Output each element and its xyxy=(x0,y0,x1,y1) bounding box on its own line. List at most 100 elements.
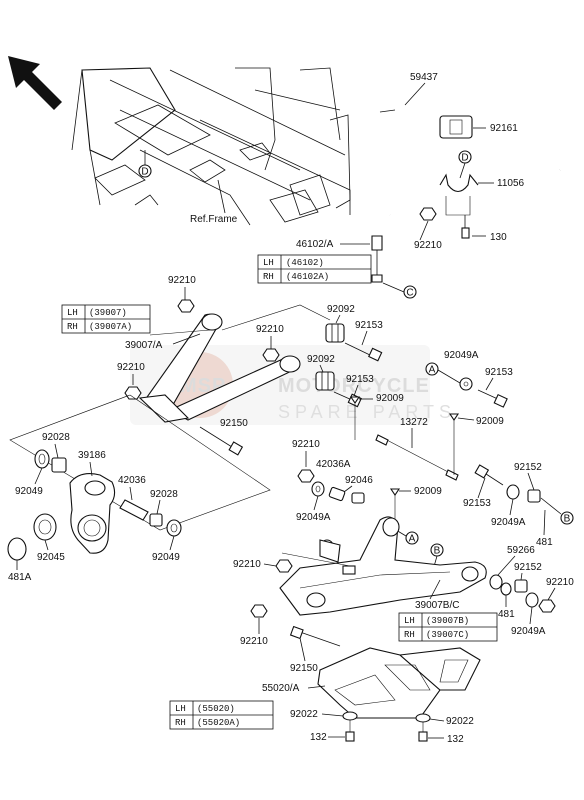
part-92210-f: 92210 xyxy=(233,559,261,570)
svg-text:(39007): (39007) xyxy=(89,308,127,318)
part-92092-a: 92092 xyxy=(327,304,355,315)
nut-92210-c xyxy=(262,348,280,362)
bolt-92150-a xyxy=(199,426,244,456)
nut-92210-h xyxy=(250,604,268,618)
front-direction-arrow-icon xyxy=(8,56,62,110)
svg-text:B: B xyxy=(434,546,441,557)
part-92150-a: 92150 xyxy=(220,418,248,429)
svg-text:(46102): (46102) xyxy=(286,258,324,268)
svg-text:RH: RH xyxy=(67,322,78,332)
box-55020: LH (55020) RH (55020A) xyxy=(169,700,274,730)
bolt-92153-a xyxy=(344,342,383,362)
svg-text:RH: RH xyxy=(263,272,274,282)
callout-d-frame: D xyxy=(138,150,152,178)
svg-text:A: A xyxy=(409,534,416,545)
bolt-132-a xyxy=(345,731,355,742)
svg-text:LH: LH xyxy=(67,308,78,318)
part-92152-a: 92152 xyxy=(514,462,542,473)
part-92210-e: 92210 xyxy=(292,439,320,450)
washer-92049A-c xyxy=(506,484,520,500)
part-92045: 92045 xyxy=(37,552,65,563)
washer-92049A-d xyxy=(525,592,539,608)
washer-92049A-a xyxy=(459,377,473,391)
svg-text:RH: RH xyxy=(175,718,186,728)
part-92009-b: 92009 xyxy=(476,416,504,427)
ref-frame-label: Ref.Frame xyxy=(190,214,238,225)
bushing-92092-b xyxy=(315,371,335,391)
exploded-view-outline xyxy=(9,394,271,531)
part-481-a: 481 xyxy=(536,537,553,548)
part-92161: 92161 xyxy=(490,123,518,134)
bearing-92045 xyxy=(33,513,57,541)
part-92022-b: 92022 xyxy=(446,716,474,727)
part-42036: 42036 xyxy=(118,475,146,486)
svg-text:B: B xyxy=(564,514,571,525)
svg-text:(39007A): (39007A) xyxy=(89,322,132,332)
bracket-11056: D xyxy=(439,150,479,193)
part-130: 130 xyxy=(490,232,507,243)
part-132-b: 132 xyxy=(447,734,464,745)
nut-92210-d xyxy=(124,386,142,400)
part-92049A-c: 92049A xyxy=(491,517,526,528)
bushing-92092-a xyxy=(325,323,345,343)
part-92210-h: 92210 xyxy=(240,636,268,647)
nut-92210-g xyxy=(538,599,556,613)
part-92009-c: 92009 xyxy=(414,486,442,497)
part-132-a: 132 xyxy=(310,732,327,743)
screw-92009-a xyxy=(349,396,361,404)
part-92153-d: 92153 xyxy=(463,498,491,509)
part-481-b: 481 xyxy=(498,609,515,620)
part-92046: 92046 xyxy=(345,475,373,486)
part-39186: 39186 xyxy=(78,450,106,461)
seal-92049-b xyxy=(166,519,182,537)
part-92009-a: 92009 xyxy=(376,393,404,404)
box-39007: LH (39007) RH (39007A) xyxy=(61,304,151,334)
washer-92049A-b xyxy=(311,481,325,497)
bolt-132-b xyxy=(418,731,428,742)
part-92049A-a: 92049A xyxy=(444,350,479,361)
part-481A: 481A xyxy=(8,572,32,583)
svg-text:(55020A): (55020A) xyxy=(197,718,240,728)
washer-92022-b xyxy=(415,713,431,723)
part-11056: 11056 xyxy=(497,178,525,189)
sleeve-92046 xyxy=(328,486,346,502)
sleeve-92152-b xyxy=(514,579,528,593)
svg-text:LH: LH xyxy=(263,258,274,268)
part-92028-b: 92028 xyxy=(150,489,178,500)
bushing-92028-b xyxy=(149,513,163,527)
callout-a-lower: A xyxy=(405,531,419,545)
sleeve-42036A xyxy=(351,492,365,504)
part-92210-a: 92210 xyxy=(414,240,442,251)
upper-arm-39007 xyxy=(138,313,301,423)
bracket-13272 xyxy=(354,404,459,481)
box-39007B: LH (39007B) RH (39007C) xyxy=(398,612,498,642)
part-42036A: 42036A xyxy=(316,459,351,470)
circlip-481-b xyxy=(500,582,512,596)
washer-92022-a xyxy=(342,711,358,721)
stabilizer-joint-46102: C xyxy=(371,235,417,299)
part-46102A: 46102/A xyxy=(296,239,334,250)
bolt-92153-d xyxy=(474,464,504,486)
svg-text:(39007B): (39007B) xyxy=(426,616,469,626)
svg-text:(46102A): (46102A) xyxy=(286,272,329,282)
svg-text:LH: LH xyxy=(175,704,186,714)
part-59437: 59437 xyxy=(410,72,438,83)
part-92210-c: 92210 xyxy=(256,324,284,335)
part-55020A: 55020/A xyxy=(262,683,300,694)
part-92049A-d: 92049A xyxy=(511,626,546,637)
bushing-92028-a xyxy=(51,457,67,473)
part-92049-b: 92049 xyxy=(152,552,180,563)
part-92210-b: 92210 xyxy=(168,275,196,286)
bushing-92161 xyxy=(439,115,473,139)
part-92092-b: 92092 xyxy=(307,354,335,365)
frame-drawing xyxy=(71,67,351,226)
bolt-92150-b xyxy=(289,625,341,647)
svg-text:C: C xyxy=(406,288,413,299)
svg-text:(55020): (55020) xyxy=(197,704,235,714)
part-92049A-b: 92049A xyxy=(296,512,331,523)
nut-92210-e xyxy=(297,469,315,483)
guard-55020 xyxy=(317,647,481,719)
bushing-59266 xyxy=(489,574,503,590)
svg-text:RH: RH xyxy=(404,630,415,640)
part-92152-b: 92152 xyxy=(514,562,542,573)
